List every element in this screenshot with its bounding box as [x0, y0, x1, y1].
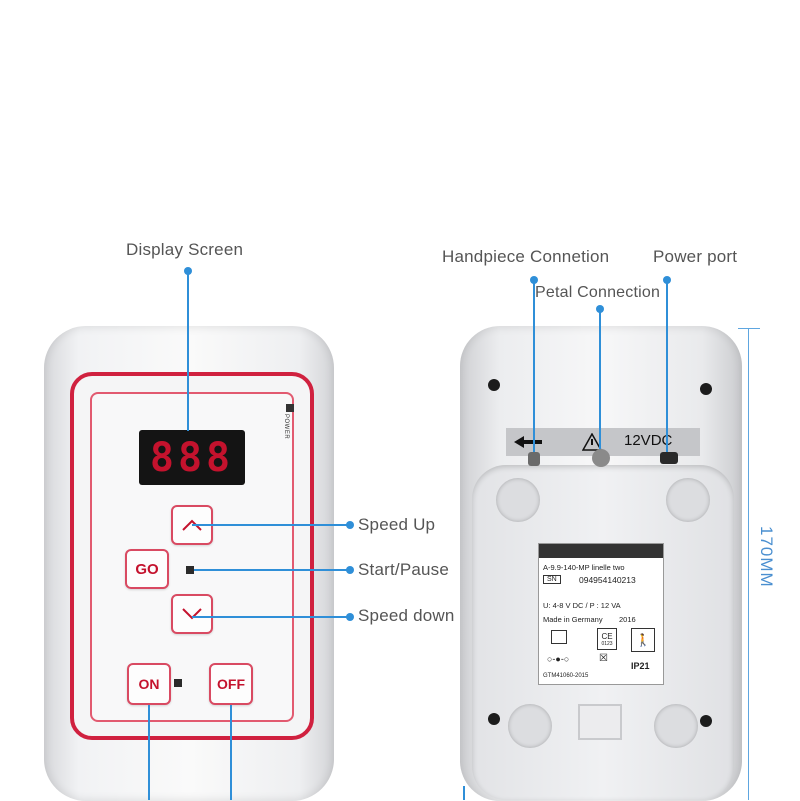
callout-handpiece: Handpiece Connetion — [442, 247, 610, 266]
dimension-label: 170MM — [757, 526, 776, 588]
label-sn-tag: SN — [543, 575, 561, 584]
callout-dot — [346, 613, 354, 621]
off-button-label: OFF — [217, 676, 245, 692]
leader-line — [533, 280, 535, 452]
on-button-label: ON — [138, 676, 160, 692]
callout-dot — [346, 566, 354, 574]
label-ip-rating: IP21 — [631, 661, 650, 671]
leader-line — [230, 705, 232, 800]
callout-speed-down: Speed down — [358, 606, 455, 625]
type-bf-icon: 🚶 — [631, 628, 655, 652]
leader-line — [194, 569, 350, 571]
mounting-boss — [654, 704, 698, 748]
weee-icon: ☒ — [599, 653, 608, 664]
leader-line — [192, 616, 350, 618]
go-button-label: GO — [135, 560, 159, 578]
polarity-icon: ○-●-○ — [547, 654, 570, 664]
label-made-in: Made in Germany — [543, 615, 603, 624]
display-digits: 888 — [149, 434, 235, 481]
callout-display-screen: Display Screen — [126, 240, 244, 259]
battery-slot — [578, 704, 622, 740]
dimension-tick-top — [738, 328, 760, 329]
leader-line — [463, 786, 465, 800]
screw — [488, 379, 500, 391]
speed-down-button[interactable] — [171, 594, 213, 634]
mounting-boss — [666, 478, 710, 522]
on-status-led — [174, 679, 182, 687]
arrow-left-icon — [514, 436, 542, 448]
ce-mark: CE 0123 — [597, 628, 617, 650]
rating-label: A-9.9-140-MP linelle two SN 094954140213… — [538, 543, 664, 685]
label-year: 2016 — [619, 615, 636, 624]
label-header-bar — [539, 544, 663, 558]
manual-icon — [551, 630, 567, 644]
chevron-up-icon — [182, 519, 202, 531]
label-code: GTM41060-2015 — [543, 673, 589, 679]
callout-petal: Petal Connection — [535, 284, 661, 301]
pedal-port — [592, 449, 610, 467]
power-indicator-label: POWER — [283, 414, 289, 440]
callout-power-port: Power port — [653, 247, 738, 266]
mounting-boss — [496, 478, 540, 522]
display-screen: 888 — [139, 430, 245, 485]
screw — [488, 713, 500, 725]
chevron-down-icon — [182, 608, 202, 620]
go-status-led — [186, 566, 194, 574]
handpiece-port — [528, 452, 540, 466]
screw — [700, 383, 712, 395]
callout-speed-up: Speed Up — [358, 515, 436, 534]
leader-line — [599, 309, 601, 449]
leader-line — [666, 280, 668, 452]
power-port — [660, 452, 678, 464]
label-model: A-9.9-140-MP linelle two — [543, 563, 625, 572]
label-serial: 094954140213 — [579, 575, 636, 585]
go-button[interactable]: GO — [125, 549, 169, 589]
leader-line — [148, 705, 150, 800]
leader-line — [192, 524, 350, 526]
power-indicator-led — [286, 404, 294, 412]
label-rating: U: 4-8 V DC / P : 12 VA — [543, 601, 621, 610]
callout-dot — [346, 521, 354, 529]
screw — [700, 715, 712, 727]
off-button[interactable]: OFF — [209, 663, 253, 705]
dimension-line — [748, 328, 749, 800]
mounting-boss — [508, 704, 552, 748]
warning-icon — [582, 433, 602, 451]
voltage-label: 12VDC — [624, 432, 673, 449]
leader-line — [187, 271, 189, 431]
on-button[interactable]: ON — [127, 663, 171, 705]
callout-start-pause: Start/Pause — [358, 560, 450, 579]
